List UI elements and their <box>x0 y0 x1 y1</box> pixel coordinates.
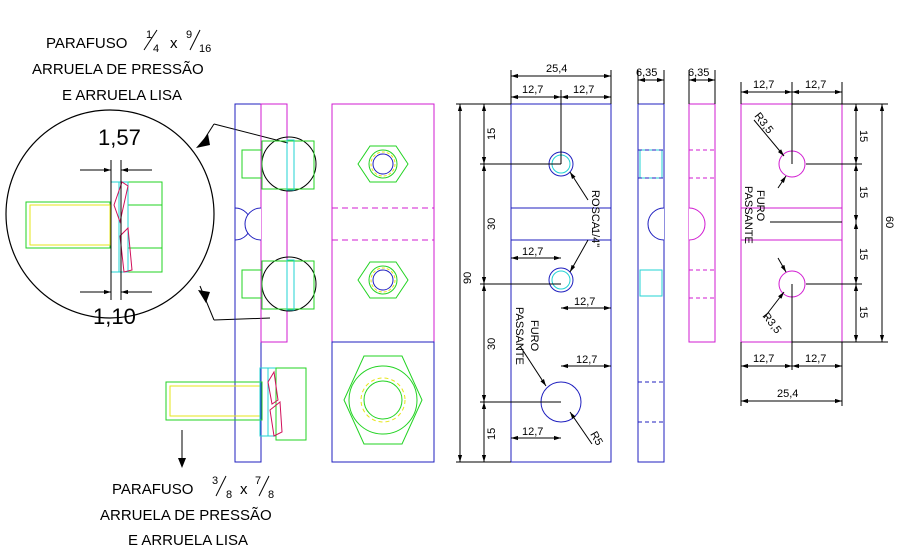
part-b-thickness: 6,35 <box>636 67 657 79</box>
bottom-bolt-note: PARAFUSO 3 8 x 7 8 ARRUELA DE PRESSÃO E … <box>100 475 274 549</box>
assembly-side-view <box>165 103 317 468</box>
part-d-radius-bottom: R3,5 <box>760 310 784 336</box>
gap-dimension-top: 1,57 <box>98 125 141 150</box>
part-d-top-left: 12,7 <box>753 79 774 91</box>
part-a-low-dim-2: 12,7 <box>522 426 543 438</box>
bottom-note-times: x <box>240 481 248 498</box>
part-d-width-total: 25,4 <box>777 388 798 400</box>
bottom-note-line1: PARAFUSO <box>112 481 193 498</box>
top-note-frac2-den: 16 <box>199 43 211 55</box>
part-d-v4: 15 <box>857 306 869 318</box>
part-d-bot-left: 12,7 <box>753 353 774 365</box>
part-a-hole-label-1: FURO <box>528 320 540 352</box>
part-a-mid-dim-1: 12,7 <box>522 246 543 258</box>
part-d-hole-label-1: FURO <box>754 190 766 222</box>
detail-magnifier: 1,57 1,10 <box>5 109 289 329</box>
top-note-times: x <box>170 35 178 52</box>
bottom-note-frac1-num: 3 <box>212 475 218 487</box>
part-c-side: 6,35 <box>688 67 716 343</box>
part-d-v3: 15 <box>857 248 869 260</box>
part-a-half-right: 12,7 <box>573 84 594 96</box>
top-note-frac1-den: 4 <box>153 43 159 55</box>
bottom-note-frac2-num: 7 <box>255 475 261 487</box>
top-note-line3: E ARRUELA LISA <box>62 87 182 104</box>
part-d-radius-top: R3,5 <box>752 110 776 136</box>
part-d-hole-label-2: PASSANTE <box>742 186 754 244</box>
part-a-plate: 25,4 12,7 12,7 90 15 30 30 15 12,7 12,7 … <box>456 63 612 463</box>
bottom-note-line2: ARRUELA DE PRESSÃO <box>100 507 272 524</box>
part-a-thread-size: 1/4" <box>589 228 601 247</box>
bottom-note-frac2-den: 8 <box>268 489 274 501</box>
part-a-height-total: 90 <box>462 272 474 284</box>
part-a-h1: 15 <box>486 128 498 140</box>
part-a-h3: 30 <box>486 338 498 350</box>
part-d-height-total: 60 <box>883 216 895 228</box>
top-note-frac1-num: 1 <box>146 29 152 41</box>
top-note-line1: PARAFUSO <box>46 35 127 52</box>
part-a-low-dim-1: 12,7 <box>576 354 597 366</box>
part-a-half-left: 12,7 <box>522 84 543 96</box>
part-d-top-right: 12,7 <box>805 79 826 91</box>
bottom-note-frac1-den: 8 <box>226 489 232 501</box>
part-a-width-total: 25,4 <box>546 63 567 75</box>
part-d-v2: 15 <box>857 186 869 198</box>
bottom-note-line3: E ARRUELA LISA <box>128 532 248 549</box>
part-a-hole-label-2: PASSANTE <box>513 307 525 365</box>
gap-dimension-bottom: 1,10 <box>93 304 136 329</box>
part-a-mid-dim-2: 12,7 <box>574 296 595 308</box>
part-b-side: 6,35 <box>636 67 665 463</box>
top-note-line2: ARRUELA DE PRESSÃO <box>32 61 204 78</box>
part-a-h2: 30 <box>486 218 498 230</box>
part-d-v1: 15 <box>857 130 869 142</box>
part-a-radius: R5 <box>587 430 604 448</box>
part-d-plate: 12,7 12,7 12,7 12,7 25,4 R3,5 R3,5 FURO … <box>740 79 895 406</box>
assembly-front-view <box>331 103 435 463</box>
part-d-bot-right: 12,7 <box>805 353 826 365</box>
top-note-frac2-num: 9 <box>186 29 192 41</box>
part-a-thread-label: ROSCA <box>589 190 601 230</box>
part-c-thickness: 6,35 <box>688 67 709 79</box>
part-a-h4: 15 <box>486 428 498 440</box>
top-bolt-note: PARAFUSO 1 4 x 9 16 ARRUELA DE PRESSÃO E… <box>32 29 211 104</box>
